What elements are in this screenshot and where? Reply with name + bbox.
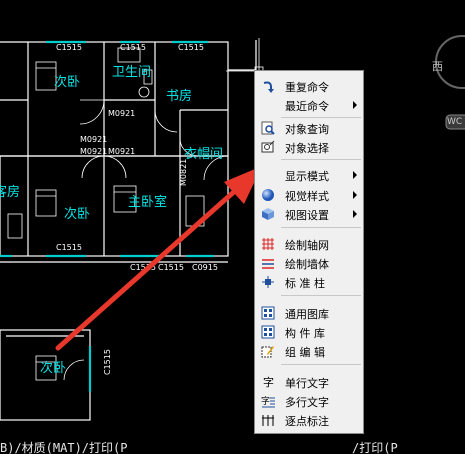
column-icon: [262, 276, 274, 288]
menu-item-label: 最近命令: [285, 100, 329, 113]
room-label: 衣帽间: [184, 146, 223, 162]
command-line-left-text: B)/材质(MAT)/打印(P: [0, 441, 128, 454]
menu-item-view-settings[interactable]: 视图设置: [255, 205, 363, 223]
menu-item-standard-column[interactable]: 标 准 柱: [255, 273, 363, 291]
room-label: 次卧: [54, 74, 80, 90]
window-tag: C0915: [192, 263, 218, 272]
menu-item-draw-axis-grid[interactable]: 绘制轴网: [255, 235, 363, 253]
menu-item-object-query[interactable]: 对象查询: [255, 119, 363, 137]
menu-item-label: 对象查询: [285, 123, 329, 136]
menu-separator: [281, 159, 361, 160]
door-tag: M0921: [80, 135, 107, 144]
menu-item-group-edit[interactable]: 组 编 辑: [255, 342, 363, 360]
menu-item-multi-line-text[interactable]: 字 多行文字: [255, 392, 363, 410]
door-tag: M0921: [80, 147, 107, 156]
submenu-arrow-icon: [353, 210, 357, 218]
compass-ring: [435, 35, 465, 89]
menu-item-label: 单行文字: [285, 377, 329, 390]
wall-icon: [262, 259, 274, 269]
select-object-icon: [261, 140, 275, 153]
submenu-arrow-icon: [353, 191, 357, 199]
wcs-badge[interactable]: [445, 114, 465, 130]
door-tag: M0921: [108, 109, 135, 118]
ucs-label[interactable]: WC: [447, 117, 463, 127]
menu-item-label: 显示模式: [285, 170, 329, 183]
point-dimension-icon: [262, 415, 274, 426]
sphere-icon: [262, 189, 274, 201]
menu-item-component-library[interactable]: 构 件 库: [255, 323, 363, 341]
menu-item-label: 视觉样式: [285, 190, 329, 203]
view-cube[interactable]: [435, 35, 465, 130]
menu-item-label: 视图设置: [285, 209, 329, 222]
window-tag: C1515: [56, 43, 82, 52]
door-tags: M0921 M0921 M0921 M0921 M0821: [80, 109, 188, 186]
menu-item-general-library[interactable]: 通用图库: [255, 304, 363, 322]
room-label: 书房: [166, 88, 192, 104]
windows: [0, 40, 214, 392]
menu-item-label: 逐点标注: [285, 415, 329, 428]
furniture: [7, 47, 205, 381]
door-tag: M0921: [108, 147, 135, 156]
window-tag: C1515: [158, 263, 184, 272]
menu-separator: [281, 364, 361, 365]
menu-item-object-select[interactable]: 对象选择: [255, 138, 363, 156]
annotation-arrow: [55, 166, 262, 351]
room-label: 次卧: [64, 206, 90, 222]
library-icon: [261, 306, 275, 320]
cube-icon: [262, 208, 274, 220]
room-labels: 次卧 卫生间 书房 衣帽间 次卧 主卧室 次卧 客房: [0, 65, 223, 376]
window-tag: C1515: [103, 349, 112, 375]
context-menu[interactable]: 重复命令 最近命令 对象查询 对象选择 显示模式 视觉样式 视图设置: [254, 70, 364, 434]
menu-item-recent-commands[interactable]: 最近命令: [255, 96, 363, 114]
menu-separator: [281, 227, 361, 228]
compass-direction: 西: [432, 60, 443, 73]
walls: [0, 40, 257, 421]
menu-item-single-line-text[interactable]: 字 单行文字: [255, 373, 363, 391]
menu-item-label: 绘制墙体: [285, 258, 329, 271]
svg-text:字: 字: [263, 375, 274, 389]
menu-item-label: 重复命令: [285, 81, 329, 94]
repeat-arrow-icon: [263, 81, 274, 93]
room-label: 客房: [0, 184, 20, 200]
submenu-arrow-icon: [353, 171, 357, 179]
command-line-right-text: /打印(P: [352, 441, 398, 454]
svg-text:字: 字: [261, 395, 270, 407]
menu-item-draw-wall[interactable]: 绘制墙体: [255, 254, 363, 272]
window-tag: C1515: [120, 43, 146, 52]
menu-item-label: 通用图库: [285, 308, 329, 321]
door-tag: M0821: [179, 159, 188, 186]
window-tag: C1515: [178, 43, 204, 52]
room-label: 卫生间: [112, 65, 151, 80]
menu-item-label: 多行文字: [285, 396, 329, 409]
menu-item-label: 对象选择: [285, 142, 329, 155]
menu-item-repeat-command[interactable]: 重复命令: [255, 77, 363, 95]
menu-item-label: 绘制轴网: [285, 239, 329, 252]
menu-item-label: 构 件 库: [285, 327, 325, 340]
doors: [63, 99, 229, 381]
menu-item-label: 标 准 柱: [285, 277, 325, 290]
group-edit-icon: [261, 346, 274, 358]
menu-item-visual-style[interactable]: 视觉样式: [255, 186, 363, 204]
menu-separator: [281, 295, 361, 296]
menu-separator: [281, 117, 361, 118]
window-tag: C1515: [130, 263, 156, 272]
multi-line-text-icon: 字: [261, 395, 275, 408]
grid-icon: [262, 238, 274, 250]
room-label: 主卧室: [128, 194, 167, 210]
menu-item-display-mode[interactable]: 显示模式: [255, 166, 363, 184]
submenu-arrow-icon: [353, 101, 357, 109]
window-tags: C1515 C1515 C1515 C1515 C1515 C1515 C091…: [56, 43, 218, 375]
menu-item-point-dimension[interactable]: 逐点标注: [255, 411, 363, 429]
component-library-icon: [261, 325, 275, 339]
single-line-text-icon: 字: [263, 375, 274, 389]
window-tag: C1515: [56, 243, 82, 252]
menu-item-label: 组 编 辑: [285, 346, 325, 359]
magnifier-icon: [261, 121, 275, 135]
command-line[interactable]: B)/材质(MAT)/打印(P /打印(P: [0, 438, 465, 454]
room-label: 次卧: [40, 360, 66, 376]
